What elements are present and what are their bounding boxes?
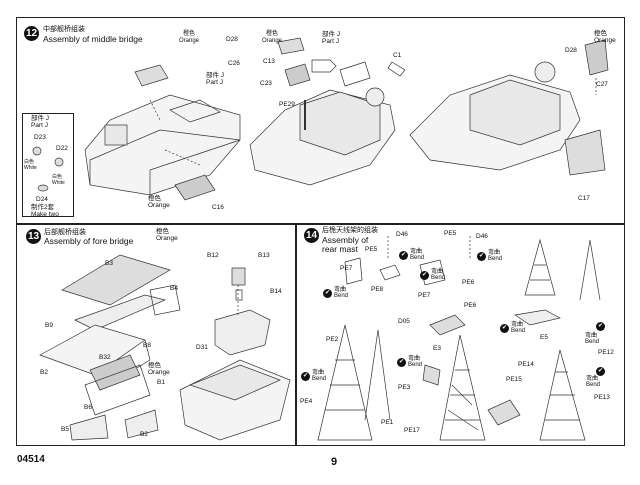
part-d05: D05 xyxy=(398,318,410,325)
part-b5: B5 xyxy=(61,426,69,433)
page-number: 9 xyxy=(331,456,338,468)
part-b9: B9 xyxy=(45,322,53,329)
part-c17: C17 xyxy=(578,195,590,202)
check-icon: ✔ xyxy=(596,322,605,331)
part-b14: B14 xyxy=(270,288,282,295)
inset-frame xyxy=(22,113,74,217)
part-pe12: PE12 xyxy=(598,349,614,356)
part-pe2: PE2 xyxy=(326,336,339,343)
part-pe29: PE29 xyxy=(279,101,295,108)
step12-title-en: Assembly of middle bridge xyxy=(43,34,143,44)
step14-frame xyxy=(296,224,625,446)
part-b12: B12 xyxy=(207,252,219,259)
part-b6: B6 xyxy=(84,404,92,411)
part-pe15: PE15 xyxy=(506,376,522,383)
step12-number: 12 xyxy=(24,26,39,41)
part-pe6b: PE6 xyxy=(464,302,477,309)
part-pe5a: PE5 xyxy=(365,246,378,253)
inset-d22: D22 xyxy=(56,145,68,152)
part-d46a: D46 xyxy=(396,231,408,238)
check-icon: ✔ xyxy=(397,357,406,367)
part-c23: C23 xyxy=(260,80,272,87)
inset-d24: D24 xyxy=(36,196,48,203)
part-pe14: PE14 xyxy=(518,361,534,368)
part-pe7b: PE7 xyxy=(418,292,431,299)
part-b1: B1 xyxy=(157,379,165,386)
part-b3: B3 xyxy=(105,260,113,267)
part-pe17: PE17 xyxy=(404,427,420,434)
part-pe7a: PE7 xyxy=(340,265,353,272)
check-icon: ✔ xyxy=(399,250,408,260)
step12-title-cn: 中部舰桥组装 xyxy=(43,26,85,33)
part-e3: E3 xyxy=(433,345,441,352)
step14-title-en-2: rear mast xyxy=(322,244,358,254)
part-c13: C13 xyxy=(263,58,275,65)
part-b2a: B2 xyxy=(40,369,48,376)
check-icon: ✔ xyxy=(301,371,310,381)
part-pe6a: PE6 xyxy=(462,279,475,286)
part-b32: B32 xyxy=(99,354,111,361)
check-icon: ✔ xyxy=(596,367,605,376)
part-e5: E5 xyxy=(540,334,548,341)
part-b13: B13 xyxy=(258,252,270,259)
part-c1: C1 xyxy=(393,52,402,59)
part-pe13: PE13 xyxy=(594,394,610,401)
step14-title-cn: 后桅天线架的组装 xyxy=(322,227,378,234)
step14-title-en-1: Assembly of xyxy=(322,235,369,245)
step13-number: 13 xyxy=(26,229,41,244)
part-pe5b: PE5 xyxy=(444,230,457,237)
check-icon: ✔ xyxy=(323,288,332,298)
part-pe3: PE3 xyxy=(398,384,411,391)
part-c16: C16 xyxy=(212,204,224,211)
part-d28b: D28 xyxy=(565,47,577,54)
step12-frame xyxy=(16,17,625,224)
part-pe1: PE1 xyxy=(381,419,394,426)
part-d28a: D28 xyxy=(226,36,238,43)
inset-d23: D23 xyxy=(34,134,46,141)
check-icon: ✔ xyxy=(420,270,429,280)
step14-number: 14 xyxy=(304,228,319,243)
step13-frame xyxy=(16,224,296,446)
bend-marker: ✔ xyxy=(596,367,605,376)
part-b4: B4 xyxy=(170,285,178,292)
part-d31: D31 xyxy=(196,344,208,351)
part-c26: C26 xyxy=(228,60,240,67)
part-c27: C27 xyxy=(596,81,608,88)
bend-marker: ✔ xyxy=(596,322,605,331)
part-d46b: D46 xyxy=(476,233,488,240)
product-code: 04514 xyxy=(17,454,45,465)
step13-title-cn: 后部舰桥组装 xyxy=(44,229,86,236)
check-icon: ✔ xyxy=(477,251,486,261)
step13-title-en: Assembly of fore bridge xyxy=(44,236,134,246)
part-pe8: PE8 xyxy=(371,286,384,293)
part-b2b: B2 xyxy=(140,431,148,438)
part-b8: B8 xyxy=(143,342,151,349)
check-icon: ✔ xyxy=(500,323,509,333)
part-pe4: PE4 xyxy=(300,398,313,405)
